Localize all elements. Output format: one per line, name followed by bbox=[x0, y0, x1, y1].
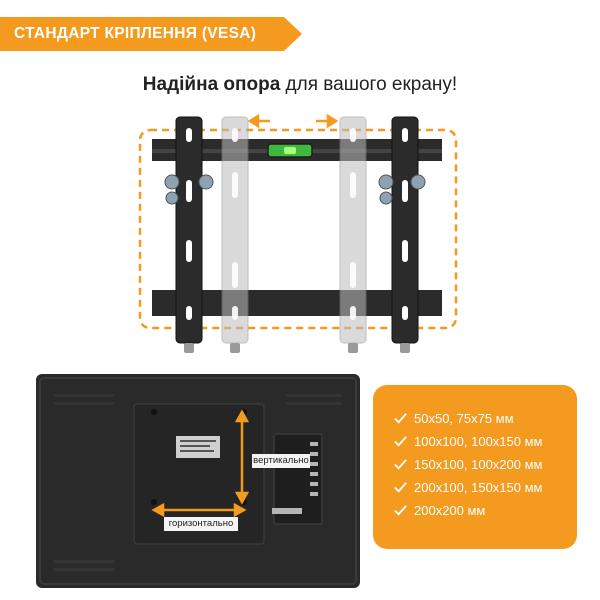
check-icon bbox=[394, 436, 407, 447]
vesa-item: 100х100, 100х150 мм bbox=[393, 430, 542, 453]
screw-icon bbox=[164, 174, 180, 190]
horizontal-label: горизонтально bbox=[164, 517, 238, 531]
slide-arrows-icon bbox=[247, 113, 339, 129]
wall-mount-illustration bbox=[138, 113, 458, 353]
vesa-outline bbox=[138, 128, 458, 330]
header-banner: СТАНДАРТ КРІПЛЕННЯ (VESA) bbox=[0, 17, 302, 51]
vesa-item-label: 200х200 мм bbox=[414, 503, 486, 518]
vesa-item-label: 200х100, 150х150 мм bbox=[414, 480, 543, 495]
vertical-label: вертикально bbox=[252, 454, 310, 468]
check-icon bbox=[394, 413, 407, 424]
vesa-item-label: 50х50, 75х75 мм bbox=[414, 411, 514, 426]
vesa-item: 50х50, 75х75 мм bbox=[393, 407, 542, 430]
vesa-sizes-card: 50х50, 75х75 мм 100х100, 100х150 мм 150х… bbox=[373, 385, 577, 549]
tagline-bold: Надійна опора bbox=[142, 74, 281, 95]
check-icon bbox=[394, 459, 407, 470]
header-title: СТАНДАРТ КРІПЛЕННЯ (VESA) bbox=[14, 25, 257, 42]
tagline: Надійна опора для вашого екрану! bbox=[0, 74, 600, 96]
check-icon bbox=[394, 505, 407, 516]
vesa-item-label: 100х100, 100х150 мм bbox=[414, 434, 543, 449]
check-icon bbox=[394, 482, 407, 493]
vesa-item: 200х200 мм bbox=[393, 499, 542, 522]
vesa-item-label: 150х100, 100х200 мм bbox=[414, 457, 543, 472]
tagline-rest: для вашого екрану! bbox=[280, 74, 458, 95]
vesa-item: 200х100, 150х150 мм bbox=[393, 476, 542, 499]
vesa-list: 50х50, 75х75 мм 100х100, 100х150 мм 150х… bbox=[393, 407, 542, 522]
measure-arrows-icon bbox=[151, 409, 250, 518]
vesa-item: 150х100, 100х200 мм bbox=[393, 453, 542, 476]
tv-back-illustration bbox=[36, 374, 360, 588]
